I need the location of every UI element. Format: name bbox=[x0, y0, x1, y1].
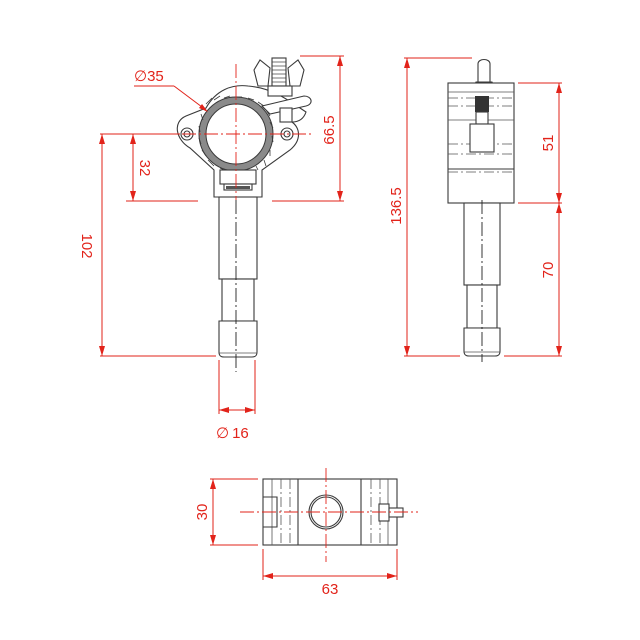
wing-nut-right bbox=[287, 59, 305, 87]
dim-spigot-diameter: ∅16 bbox=[216, 425, 249, 442]
top-dimensions: 30 63 bbox=[194, 478, 398, 598]
top-bolt bbox=[388, 507, 404, 518]
wing-nut-left bbox=[253, 59, 271, 87]
spigot-waist bbox=[221, 278, 255, 322]
dim-top-length: 63 bbox=[322, 581, 339, 598]
dim-body-height: 51 bbox=[540, 135, 557, 152]
side-nut bbox=[469, 123, 495, 153]
front-view bbox=[160, 57, 312, 372]
side-dimensions: 136.5 51 70 bbox=[388, 57, 562, 357]
dim-total-front-height: 102 bbox=[78, 233, 95, 258]
latch-lever bbox=[260, 95, 312, 115]
dim-clamp-height: 66.5 bbox=[321, 115, 338, 144]
dim-top-width: 30 bbox=[194, 504, 211, 521]
spigot-nut bbox=[219, 169, 257, 185]
side-view bbox=[447, 58, 515, 362]
side-bolt bbox=[477, 58, 491, 83]
dim-center-to-base: 32 bbox=[136, 160, 153, 177]
spigot-upper bbox=[218, 196, 258, 280]
dim-tube-diameter: ∅35 bbox=[134, 68, 164, 85]
dim-spigot-length: 70 bbox=[540, 262, 557, 279]
dim-overall-height: 136.5 bbox=[388, 187, 405, 225]
front-dimensions: ∅35 66.5 32 102 ∅16 bbox=[78, 55, 344, 442]
spigot-tip bbox=[218, 320, 258, 358]
top-view bbox=[240, 468, 418, 562]
